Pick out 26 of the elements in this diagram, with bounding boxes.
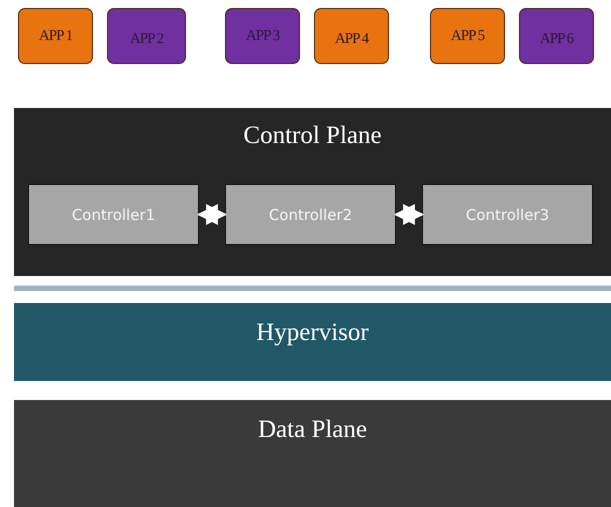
plane-panel	[14, 108, 611, 276]
controller-box	[225, 184, 396, 245]
plane-panel	[14, 303, 611, 381]
app-label: APP 6	[540, 30, 574, 48]
app-label: APP 3	[246, 28, 280, 44]
app-box	[314, 8, 389, 64]
controller-label: Controller3	[466, 206, 550, 224]
controller-box	[28, 184, 199, 245]
plane-panel	[14, 400, 611, 507]
controller-label: Controller1	[72, 206, 156, 224]
app-box	[519, 8, 594, 64]
plane-title: Control Plane	[243, 122, 382, 150]
app-box	[430, 8, 505, 64]
app-label: APP 5	[450, 28, 484, 44]
app-box	[225, 8, 300, 64]
app-label: APP 4	[334, 30, 368, 48]
plane-title: Data Plane	[258, 416, 367, 444]
controller-box	[422, 184, 593, 245]
app-label: APP 2	[130, 30, 164, 48]
double-arrow	[394, 204, 424, 225]
app-label: APP 1	[38, 28, 72, 44]
double-arrow	[196, 204, 228, 225]
plane-title: Hypervisor	[256, 319, 369, 347]
controller-label: Controller2	[268, 206, 352, 224]
app-box	[18, 8, 93, 64]
app-box	[107, 8, 186, 64]
